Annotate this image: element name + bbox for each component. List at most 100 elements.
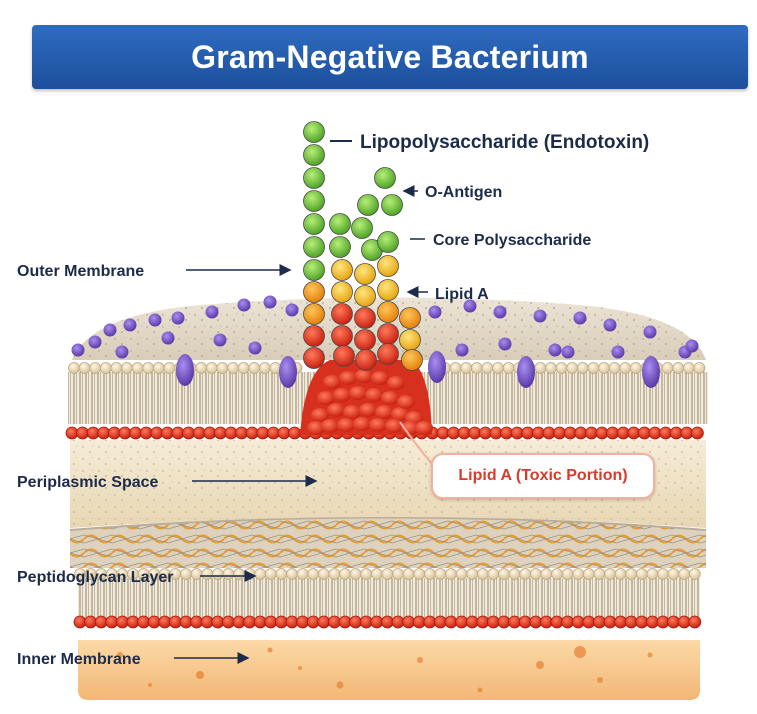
protein-bead <box>205 305 219 319</box>
phospholipid-head <box>370 568 383 580</box>
phospholipid-head <box>466 568 479 580</box>
sugar-bead <box>377 255 399 277</box>
phospholipid-head <box>635 568 648 580</box>
sugar-bead <box>331 259 353 281</box>
protein-bead <box>428 305 442 319</box>
phospholipid-head <box>555 362 568 374</box>
label-lps-text: Lipopolysaccharide (Endotoxin) <box>360 132 649 153</box>
lps-head-red <box>627 426 641 440</box>
sugar-bead <box>303 167 325 189</box>
lipid-a-bead <box>375 405 393 419</box>
phospholipid-head <box>593 568 606 580</box>
phospholipid-head <box>455 568 468 580</box>
lipid-a-bead <box>391 407 409 421</box>
inner-bilayer <box>73 568 702 629</box>
phospholipid-head-red <box>582 615 596 629</box>
phospholipid-head-red <box>94 615 108 629</box>
lipid-a-bead <box>343 405 361 419</box>
phospholipid-head <box>619 362 632 374</box>
phospholipid-head <box>142 362 155 374</box>
phospholipid-head <box>445 568 457 580</box>
phospholipid-head-red <box>243 615 257 629</box>
phospholipid-head <box>502 362 515 374</box>
phospholipid-head <box>360 568 373 580</box>
phospholipid-head <box>449 362 462 374</box>
lipid-a-bead <box>327 403 345 417</box>
phospholipid-head <box>492 362 504 374</box>
title-banner: Gram-Negative Bacterium <box>32 25 748 89</box>
phospholipid-head <box>540 568 553 580</box>
protein-bead <box>237 298 251 312</box>
o-antigen-branch <box>351 167 403 261</box>
phospholipid-head <box>275 568 288 580</box>
sugar-bead <box>329 236 351 258</box>
phospholipid-head <box>195 362 208 374</box>
sugar-bead <box>303 325 325 347</box>
protein-bead <box>148 313 162 327</box>
sugar-bead <box>303 303 325 325</box>
phospholipid-head <box>264 568 277 580</box>
phospholipid-head <box>392 568 404 580</box>
phospholipid-head <box>110 362 123 374</box>
phospholipid-head-red <box>147 615 161 629</box>
phospholipid-head <box>286 568 298 580</box>
lps-head-red <box>97 426 111 440</box>
phospholipid-head <box>254 568 267 580</box>
protein-bead <box>71 343 85 357</box>
phospholipid-head <box>296 568 309 580</box>
protein-bead <box>455 343 469 357</box>
phospholipid-head <box>248 362 261 374</box>
protein-bead <box>213 333 227 347</box>
phospholipid-head <box>534 362 547 374</box>
lipid-a-bead <box>415 421 433 435</box>
label-lipid-a-text: Lipid A <box>435 286 489 303</box>
lps-head-red <box>680 426 694 440</box>
sugar-bead <box>354 307 376 329</box>
lipid-a-bead <box>321 419 339 433</box>
sugar-bead <box>303 144 325 166</box>
label-peptidoglycan: Peptidoglycan Layer <box>17 569 257 586</box>
sugar-bead <box>331 303 353 325</box>
phospholipid-head <box>576 362 589 374</box>
label-periplasmic: Periplasmic Space <box>17 474 318 491</box>
sugar-bead <box>303 281 325 303</box>
phospholipid-head-red <box>200 615 214 629</box>
phospholipid-head <box>678 568 691 580</box>
sugar-bead <box>355 349 377 371</box>
lipid-a-bead <box>317 391 335 405</box>
label-outer-membrane-text: Outer Membrane <box>17 263 144 280</box>
lps-head-red <box>224 426 238 440</box>
phospholipid-head-red <box>168 615 182 629</box>
lipid-a-bead <box>337 418 355 432</box>
sugar-bead <box>351 217 373 239</box>
peptidoglycan-mesh <box>69 516 707 568</box>
lipid-a-bead <box>397 395 415 409</box>
phospholipid-head <box>163 362 176 374</box>
protein-bead <box>573 311 587 325</box>
phospholipid-head-red <box>105 615 119 629</box>
phospholipid-head <box>413 568 426 580</box>
lps-head-red <box>160 426 174 440</box>
phospholipid-head <box>672 362 685 374</box>
phospholipid-head <box>498 568 510 580</box>
phospholipid-head-red <box>561 615 574 629</box>
lps-chain-4 <box>377 255 399 365</box>
phospholipid-head <box>604 568 616 580</box>
lps-chains <box>303 121 423 371</box>
protein-bead <box>115 345 129 359</box>
phospholipid-head <box>572 568 585 580</box>
lps-head-red <box>139 426 153 440</box>
lps-head-red <box>118 426 132 440</box>
sugar-bead <box>377 231 399 253</box>
phospholipid-head <box>470 362 483 374</box>
phospholipid-head <box>190 568 203 580</box>
protein-bead <box>561 345 575 359</box>
phospholipid-head <box>68 362 80 374</box>
phospholipid-head <box>89 362 102 374</box>
phospholipid-head <box>608 362 621 374</box>
protein-bead <box>285 303 299 317</box>
lps-chain-3 <box>354 263 377 371</box>
phospholipid-head <box>657 568 669 580</box>
phospholipid-head <box>667 568 680 580</box>
